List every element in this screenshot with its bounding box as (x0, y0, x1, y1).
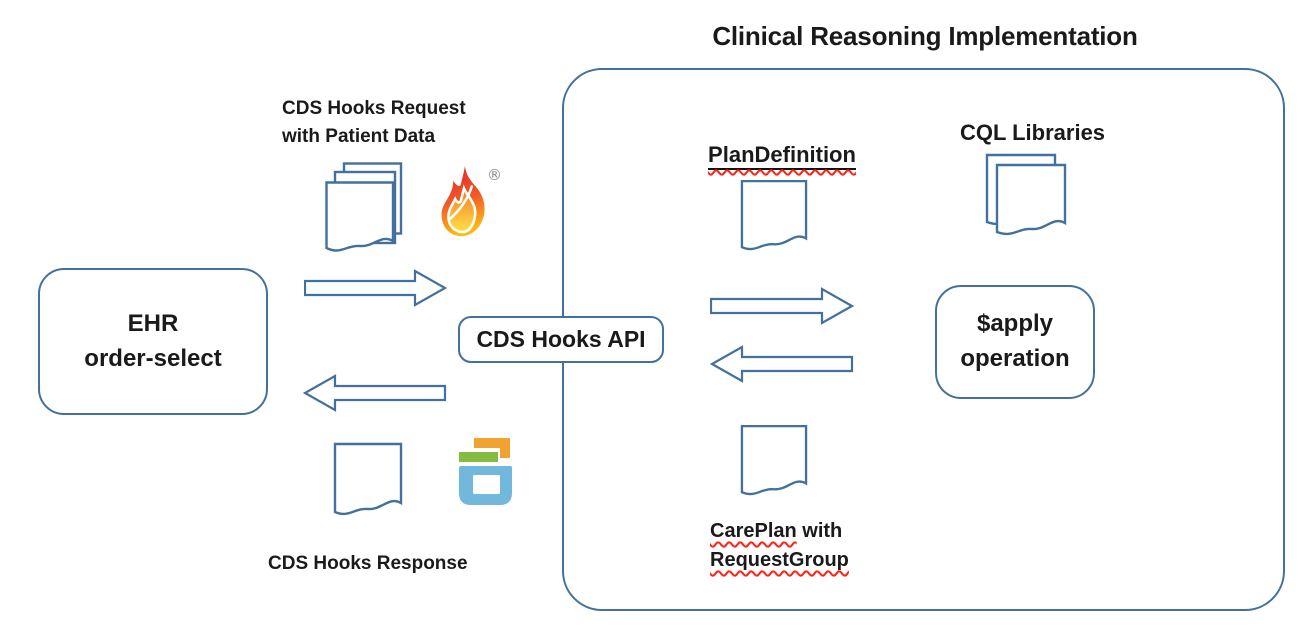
fhir-flame-icon (441, 165, 485, 237)
careplan-label: CarePlan with RequestGroup (710, 517, 849, 575)
documents-stack-icon (325, 162, 403, 252)
arrow-right-icon (710, 287, 854, 325)
plandefinition-document-icon (740, 179, 808, 251)
plandefinition-label-text: PlanDefinition (708, 142, 856, 170)
ehr-label-line2: order-select (84, 344, 222, 372)
request-label-line1: CDS Hooks Request (282, 98, 466, 119)
apply-label-line2: operation (960, 345, 1070, 372)
careplan-rest: with (796, 520, 843, 542)
cql-documents-icon (985, 153, 1067, 236)
response-label: CDS Hooks Response (268, 550, 468, 578)
careplan-word: CarePlan (710, 520, 797, 542)
careplan-label-line2: RequestGroup (710, 546, 849, 575)
cds-hooks-api-box: CDS Hooks API (458, 316, 664, 363)
registered-trademark: ® (487, 166, 502, 184)
apply-operation-box: $apply operation (935, 285, 1095, 399)
response-label-text: CDS Hooks Response (268, 553, 468, 574)
careplan-label-line1: CarePlan with (710, 517, 849, 546)
apply-label-line1: $apply (976, 310, 1054, 338)
ehr-box: EHR order-select (38, 268, 268, 415)
ehr-label-line1: EHR (127, 309, 179, 337)
cds-hooks-api-label: CDS Hooks API (476, 326, 646, 352)
careplan-document-icon (740, 424, 808, 496)
clinical-reasoning-container (562, 68, 1285, 611)
arrow-right-icon (304, 269, 447, 307)
diagram-title: Clinical Reasoning Implementation (712, 21, 1138, 51)
cds-hooks-logo-icon (459, 438, 512, 505)
cql-libraries-label-text: CQL Libraries (959, 120, 1106, 145)
arrow-left-icon (710, 345, 854, 383)
request-label-line2: with Patient Data (282, 126, 436, 148)
document-icon (333, 442, 403, 516)
plandefinition-label: PlanDefinition (690, 142, 874, 170)
cql-libraries-label: CQL Libraries (945, 120, 1120, 146)
request-label: CDS Hooks Request with Patient Data (282, 95, 466, 151)
requestgroup-word: RequestGroup (710, 549, 849, 571)
arrow-left-icon (303, 374, 447, 412)
